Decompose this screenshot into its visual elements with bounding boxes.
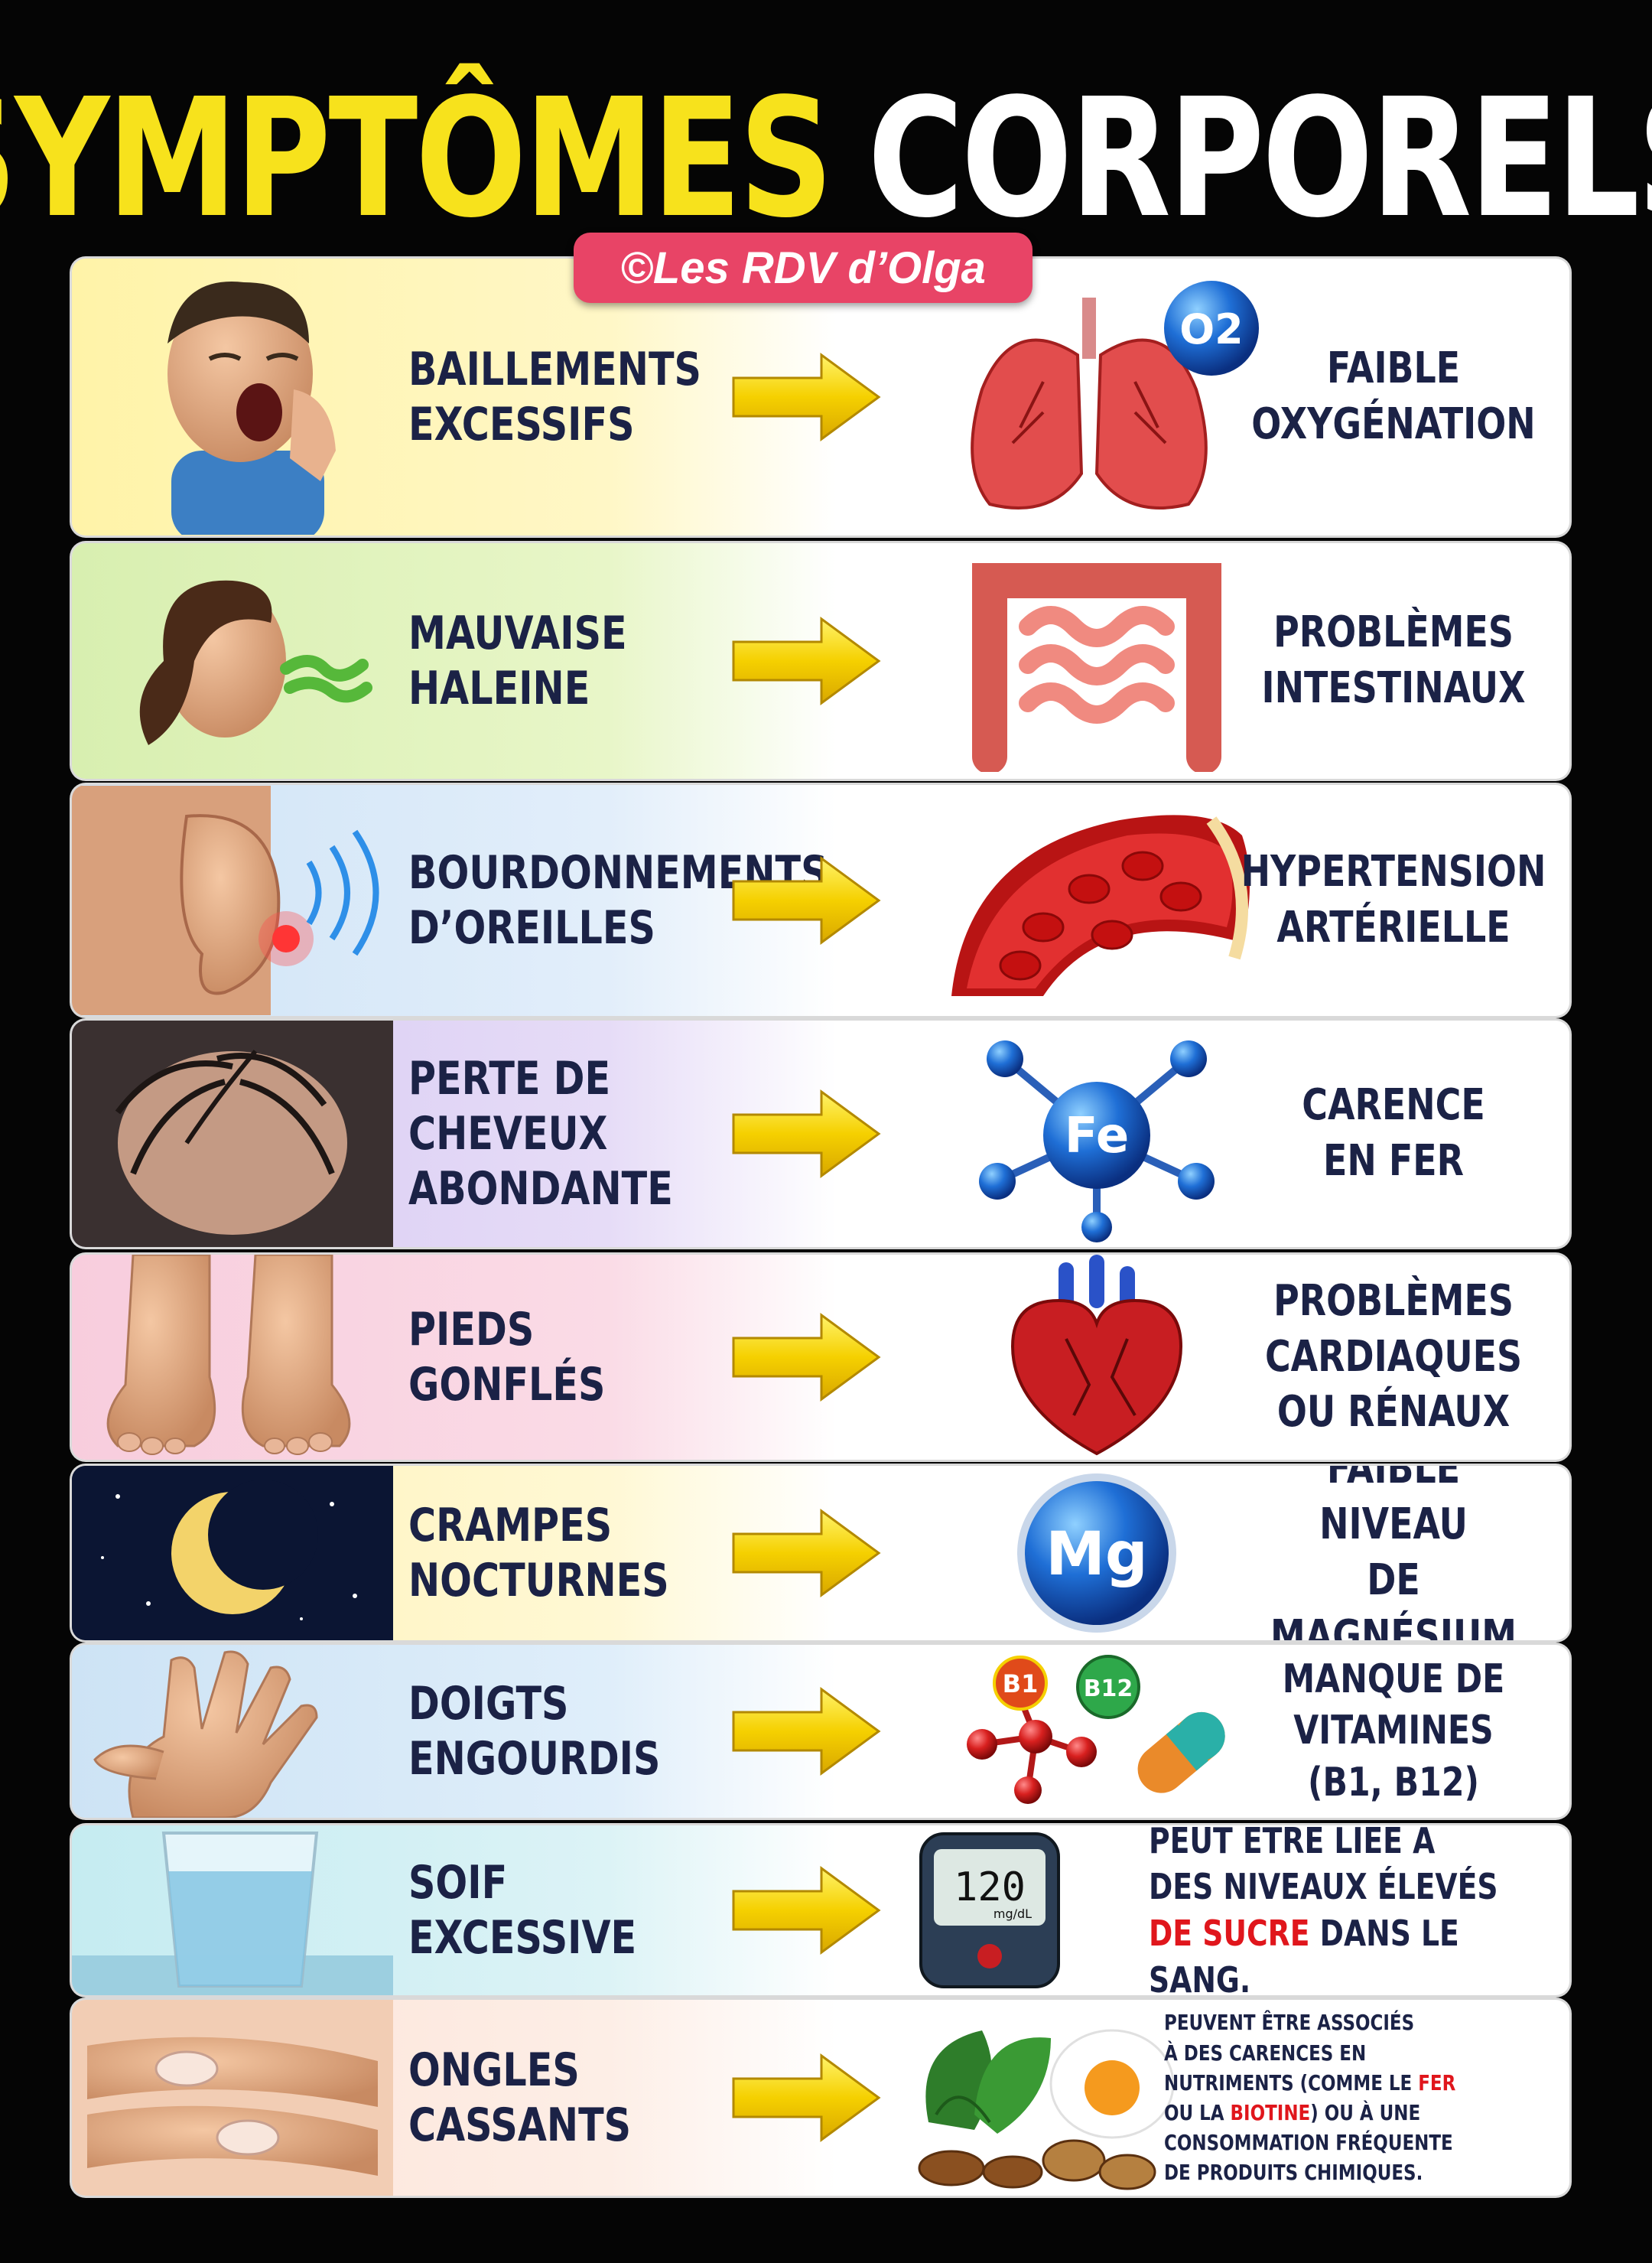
cause-label: PEUT ÊTRE LIÉE À DES NIVEAUX ÉLEVÉS DE S… <box>1149 1825 1500 1995</box>
arrow-right-icon <box>732 1089 881 1178</box>
page-title: SYMPTÔMES CORPORELS <box>0 65 1652 241</box>
symptom-row-bad-breath: MAUVAISE HALEINE PROBLÈMES INTESTINAUX <box>72 543 1569 779</box>
swollen-feet-icon <box>72 1255 393 1460</box>
arrow-right-icon <box>732 856 881 945</box>
cause-highlight: BIOTINE <box>1230 2100 1311 2125</box>
cause-text: OU LA <box>1164 2100 1224 2125</box>
cause-highlight: FER <box>1418 2069 1456 2095</box>
symptom-row-numb-fingers: DOIGTS ENGOURDIS B1 B12 <box>72 1645 1569 1818</box>
cause-label: FAIBLE OXYGÉNATION <box>1251 344 1536 449</box>
b12-label: B12 <box>1084 1675 1133 1702</box>
symptom-label: DOIGTS ENGOURDIS <box>408 1677 661 1786</box>
symptom-row-yawning: BAILLEMENTS EXCESSIFS O2 FAIBLE OXYGÉNAT… <box>72 259 1569 536</box>
cause-text: DANS LE SANG. <box>1149 1913 1459 1995</box>
o2-label: O2 <box>1179 305 1243 353</box>
symptom-label: BOURDONNEMENTS D’OREILLES <box>408 846 828 955</box>
symptom-row-ear-ringing: BOURDONNEMENTS D’OREILLES HYPERTENSION A… <box>72 785 1569 1016</box>
vitamins-icon: B1 B12 <box>898 1645 1296 1818</box>
arrow-right-icon <box>732 1313 881 1402</box>
arrow-right-icon <box>732 1866 881 1955</box>
cause-text: ) OU À UNE CONSOMMATION FRÉQUENTE DE PRO… <box>1164 2100 1453 2186</box>
symptom-row-hair-loss: PERTE DE CHEVEUX ABONDANTE Fe CARENCE EN… <box>72 1021 1569 1247</box>
nutrient-foods-icon <box>883 2000 1189 2196</box>
symptom-row-brittle-nails: ONGLES CASSANTS PEUVENT ÊTRE ASSOCIÉS À … <box>72 2000 1569 2196</box>
fe-label: Fe <box>1065 1108 1130 1164</box>
credit-badge: ©Les RDV d’Olga <box>574 233 1032 303</box>
b1-label: B1 <box>1003 1669 1039 1698</box>
arrow-right-icon <box>732 617 881 705</box>
brittle-nails-icon <box>72 2000 393 2196</box>
meter-value: 120 <box>954 1864 1026 1910</box>
yawning-man-icon <box>72 259 393 536</box>
symptom-label: BAILLEMENTS EXCESSIFS <box>408 343 701 451</box>
intestines-icon <box>898 543 1296 779</box>
symptom-label: PIEDS GONFLÉS <box>408 1303 606 1412</box>
lungs-icon: O2 <box>898 259 1296 536</box>
iron-molecule-icon: Fe <box>898 1021 1296 1247</box>
symptom-row-night-cramps: CRAMPES NOCTURNES Mg FAIBLE NIVEAU DE MA… <box>72 1466 1569 1640</box>
symptom-label: PERTE DE CHEVEUX ABONDANTE <box>408 1052 673 1216</box>
cause-label: PEUVENT ÊTRE ASSOCIÉS À DES CARENCES EN … <box>1164 2000 1503 2196</box>
glucose-meter-icon: 120 mg/dL <box>913 1825 1066 1995</box>
magnesium-badge-icon: Mg <box>898 1466 1296 1640</box>
water-glass-icon <box>72 1825 393 1995</box>
numb-hand-icon <box>72 1645 393 1818</box>
title-word-corporels: CORPORELS <box>867 63 1652 254</box>
symptom-label: CRAMPES NOCTURNES <box>408 1499 669 1607</box>
cause-label: HYPERTENSION ARTÉRIELLE <box>1241 847 1546 952</box>
cause-label: FAIBLE NIVEAU DE MAGNÉSIUM <box>1270 1466 1517 1640</box>
arrow-right-icon <box>732 1687 881 1776</box>
symptom-row-excessive-thirst: SOIF EXCESSIVE 120 mg/dL PEUT ÊTRE LIÉE … <box>72 1825 1569 1995</box>
blood-vessel-icon <box>898 785 1296 1016</box>
meter-unit: mg/dL <box>993 1906 1032 1921</box>
cause-label: MANQUE DE VITAMINES (B1, B12) <box>1282 1656 1505 1806</box>
cause-highlight: DE SUCRE <box>1149 1913 1310 1954</box>
arrow-right-icon <box>732 353 881 441</box>
symptom-label: ONGLES CASSANTS <box>408 2043 632 2152</box>
cause-label: CARENCE EN FER <box>1302 1080 1485 1186</box>
cause-text: PEUVENT ÊTRE ASSOCIÉS À DES CARENCES EN … <box>1164 2010 1415 2095</box>
symptom-label: MAUVAISE HALEINE <box>408 607 627 715</box>
heart-icon <box>898 1255 1296 1460</box>
arrow-right-icon <box>732 1509 881 1597</box>
cause-text: PEUT ÊTRE LIÉE À DES NIVEAUX ÉLEVÉS <box>1149 1825 1498 1908</box>
crescent-moon-icon <box>72 1466 393 1640</box>
thinning-scalp-icon <box>72 1021 393 1247</box>
ringing-ear-icon <box>72 785 393 1016</box>
bad-breath-woman-icon <box>72 543 393 779</box>
cause-label: PROBLÈMES INTESTINAUX <box>1261 607 1526 713</box>
title-word-symptomes: SYMPTÔMES <box>0 63 834 254</box>
symptom-label: SOIF EXCESSIVE <box>408 1856 637 1965</box>
symptom-row-swollen-feet: PIEDS GONFLÉS PROBLÈMES CARDIAQUES OU RÉ… <box>72 1255 1569 1460</box>
arrow-right-icon <box>732 2053 881 2142</box>
mg-label: Mg <box>1046 1520 1147 1589</box>
cause-label: PROBLÈMES CARDIAQUES OU RÉNAUX <box>1264 1275 1523 1438</box>
